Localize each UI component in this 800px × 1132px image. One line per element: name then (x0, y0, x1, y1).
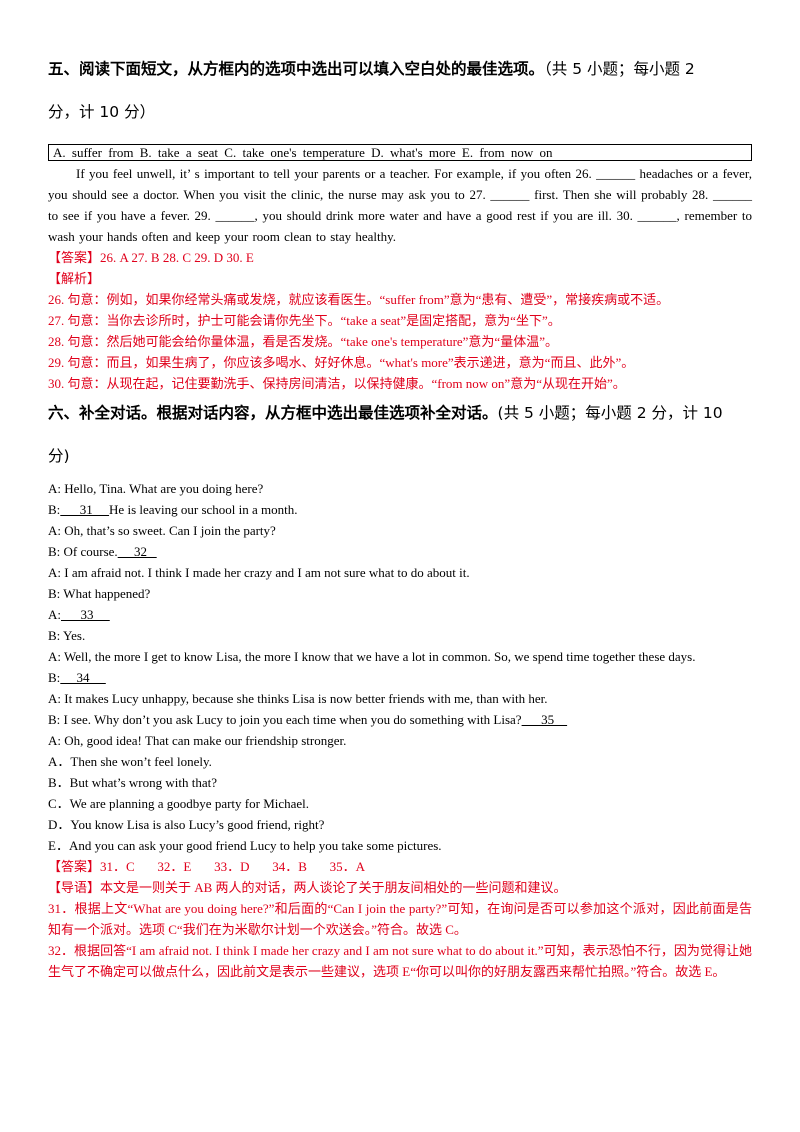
dialog-line: A: Oh, good idea! That can make our frie… (48, 733, 347, 748)
dialog-line: B: Of course. 32 (48, 544, 157, 559)
dialog-line: B: 31 He is leaving our school in a mont… (48, 502, 298, 517)
section6-title: 六、补全对话。根据对话内容，从方框中选出最佳选项补全对话。(共 5 小题；每小题… (48, 400, 752, 427)
section6-title-line2: 分) (48, 447, 70, 465)
choice-d: D．You know Lisa is also Lucy’s good frie… (48, 817, 325, 832)
blank-31: 31 (60, 502, 110, 517)
section5-title-line2: 分，计 10 分） (48, 103, 156, 121)
blank-35: 35 (521, 712, 568, 727)
section6-title-normal: (共 5 小题；每小题 2 分，计 10 (497, 404, 723, 422)
choice-b: B．But what’s wrong with that? (48, 775, 217, 790)
choice-e: E．And you can ask your good friend Lucy … (48, 838, 442, 853)
dialog-line: A: 33 (48, 607, 110, 622)
explanation-29: 29. 句意：而且，如果生病了，你应该多喝水、好好休息。“what's more… (48, 355, 635, 370)
options-box: A. suffer from B. take a seat C. take on… (48, 144, 752, 161)
dialog-line: B: 34 (48, 670, 106, 685)
explanation-28: 28. 句意：然后她可能会给你量体温，看是否发烧。“take one's tem… (48, 334, 558, 349)
section5-answer: 【答案】26. A 27. B 28. C 29. D 30. E (48, 250, 254, 265)
explanation-31: 31．根据上文“What are you doing here?”和后面的“Ca… (48, 901, 752, 937)
section5-title-bold: 五、阅读下面短文，从方框内的选项中选出可以填入空白处的最佳选项。 (48, 60, 545, 78)
choice-c: C．We are planning a goodbye party for Mi… (48, 796, 310, 811)
explanation-30: 30. 句意：从现在起，记住要勤洗手、保持房间清洁，以保持健康。“from no… (48, 376, 626, 391)
reading-passage: If you feel unwell, it’ s important to t… (48, 166, 752, 244)
explanation-27: 27. 句意：当你去诊所时，护士可能会请你先坐下。“take a seat”是固… (48, 313, 561, 328)
explanation-26: 26. 句意：例如，如果你经常头痛或发烧，就应该看医生。“suffer from… (48, 292, 670, 307)
explanation-32: 32．根据回答“I am afraid not. I think I made … (48, 943, 752, 979)
blank-33: 33 (61, 607, 110, 622)
section6-answer: 【答案】31．C 32．E 33．D 34．B 35．A (48, 859, 366, 874)
section5-analysis-label: 【解析】 (48, 271, 101, 286)
dialog-line: A: Oh, that’s so sweet. Can I join the p… (48, 523, 276, 538)
dialog-line: B: Yes. (48, 628, 86, 643)
choice-a: A．Then she won’t feel lonely. (48, 754, 212, 769)
dialog-line: A: I am afraid not. I think I made her c… (48, 565, 470, 580)
dialog-line: A: It makes Lucy unhappy, because she th… (48, 691, 548, 706)
section5-title-normal: （共 5 小题；每小题 2 (544, 60, 695, 78)
blank-32: 32 (117, 544, 157, 559)
dialog-line: B: What happened? (48, 586, 151, 601)
dialog-line: A: Hello, Tina. What are you doing here? (48, 481, 264, 496)
section5-title: 五、阅读下面短文，从方框内的选项中选出可以填入空白处的最佳选项。（共 5 小题；… (48, 56, 752, 83)
section6-guide: 【导语】本文是一则关于 AB 两人的对话，两人谈论了关于朋友间相处的一些问题和建… (48, 880, 567, 895)
dialog-line: A: Well, the more I get to know Lisa, th… (48, 649, 696, 664)
section6-title-bold: 六、补全对话。根据对话内容，从方框中选出最佳选项补全对话。 (48, 404, 498, 422)
dialog: A: Hello, Tina. What are you doing here?… (48, 478, 752, 856)
document-page: 五、阅读下面短文，从方框内的选项中选出可以填入空白处的最佳选项。（共 5 小题；… (48, 56, 752, 982)
blank-34: 34 (60, 670, 106, 685)
dialog-line: B: I see. Why don’t you ask Lucy to join… (48, 712, 568, 727)
